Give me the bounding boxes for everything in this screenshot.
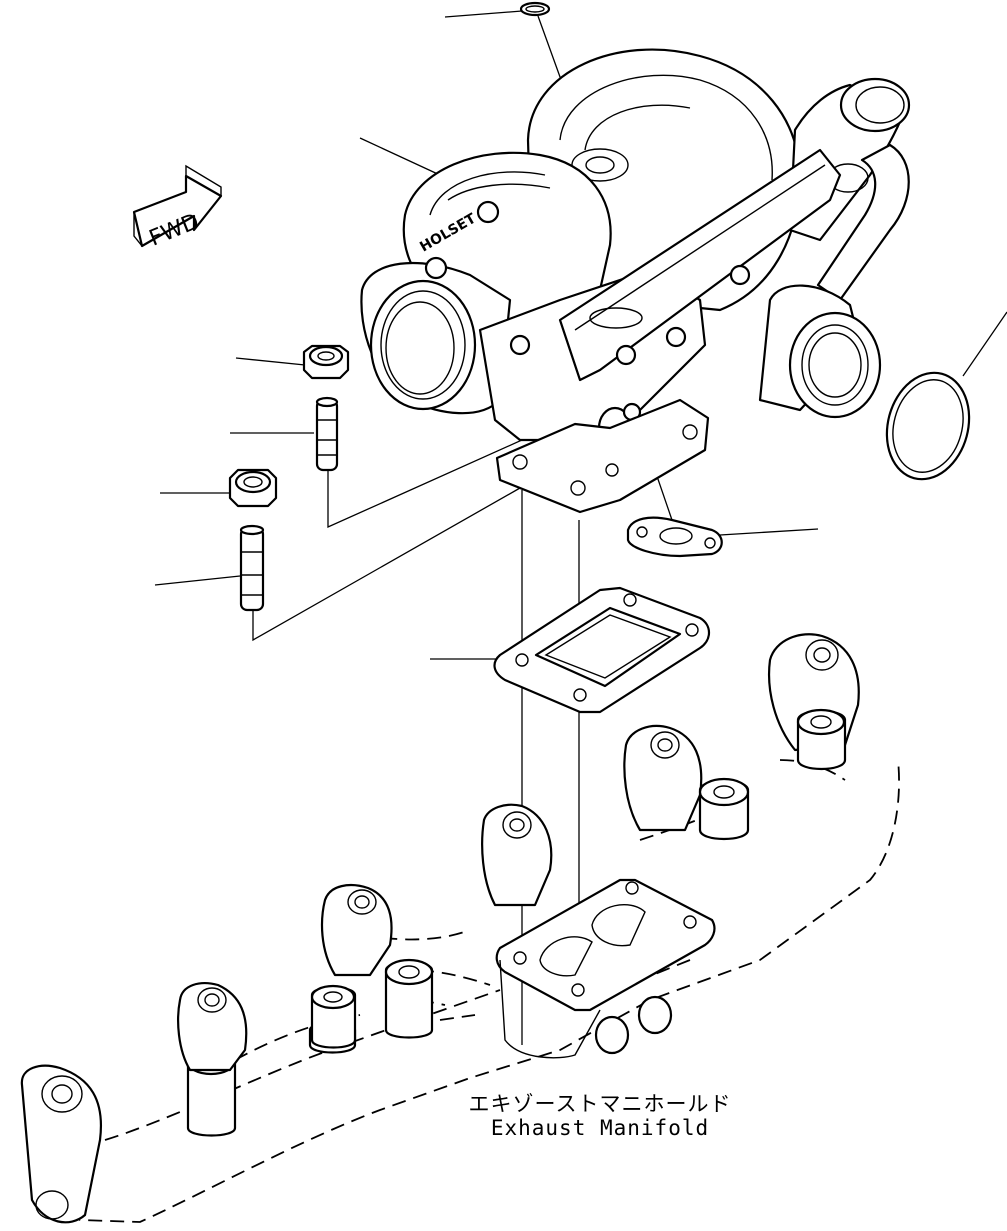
- fwd-direction-arrow: FWD: [132, 164, 223, 252]
- manifold-flange-4: [481, 803, 553, 907]
- manifold-turbo-mount: [495, 878, 716, 1012]
- leader-oil-gasket: [719, 528, 819, 536]
- manifold-flange-5: [623, 724, 703, 832]
- flange-nut-lower: [228, 468, 278, 508]
- leader-stud-lower: [154, 575, 241, 586]
- exhaust-manifold: [20, 633, 900, 1224]
- manifold-caption-japanese: エキゾーストマニホールド: [468, 1092, 732, 1116]
- manifold-flange-1: [20, 1064, 103, 1224]
- align-line-stud-lower: [252, 487, 521, 642]
- manifold-caption-english: Exhaust Manifold: [490, 1116, 710, 1140]
- align-line-stud-upper: [327, 418, 523, 529]
- support-bracket: [558, 148, 842, 382]
- flange-nut-upper: [302, 344, 350, 380]
- turbine-mount-flange: [495, 398, 710, 514]
- stud-lower: [239, 524, 265, 612]
- oil-drain-gasket: [626, 516, 723, 558]
- leader-top-oring: [444, 10, 523, 18]
- turbocharger: HOLSET: [360, 48, 911, 514]
- leader-nut-upper: [235, 357, 306, 366]
- large-oring: [885, 371, 971, 481]
- turbo-mount-gasket: [493, 586, 711, 714]
- top-oring: [519, 1, 551, 17]
- leader-large-oring: [962, 311, 1007, 377]
- stud-upper: [315, 396, 339, 472]
- manifold-flange-2: [177, 982, 248, 1072]
